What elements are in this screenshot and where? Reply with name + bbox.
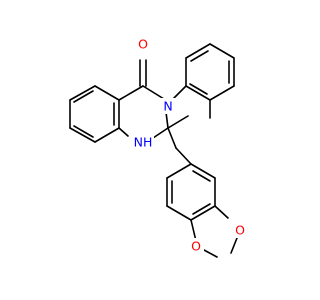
carbonyl-oxygen: O bbox=[135, 36, 151, 52]
dioxole-oxygen-right: O bbox=[232, 222, 248, 238]
nh-group: NH bbox=[132, 134, 154, 150]
ring-nitrogen: N bbox=[160, 98, 176, 114]
nh-label: NH bbox=[134, 135, 153, 150]
bond-lines bbox=[69, 43, 238, 258]
dioxole-oxygen-right-label: O bbox=[235, 223, 245, 238]
dioxole-oxygen-left-label: O bbox=[191, 239, 201, 254]
carbonyl-oxygen-label: O bbox=[138, 37, 148, 52]
atom-labels: O N NH O O bbox=[132, 36, 248, 254]
dioxole-oxygen-left: O bbox=[188, 238, 204, 254]
molecule-structure: O N NH O O bbox=[69, 36, 248, 258]
ring-nitrogen-label: N bbox=[163, 99, 172, 114]
